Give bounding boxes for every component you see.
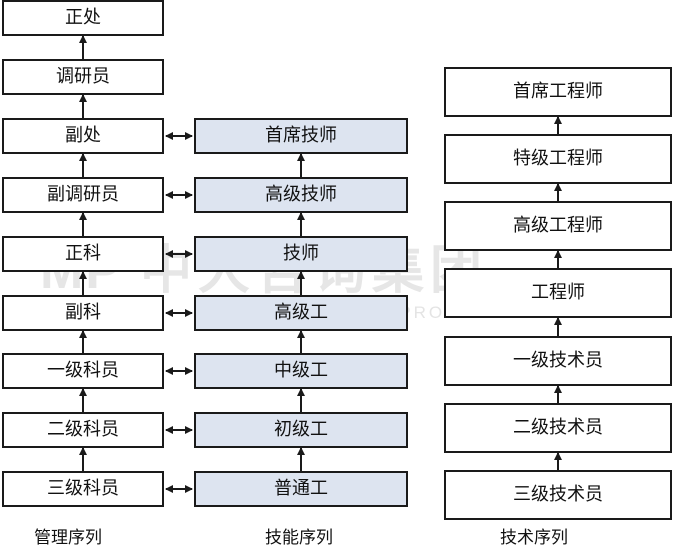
mgmt-level-yiji-keyuan: 一级科员 [2, 353, 164, 389]
mgmt-level-zhengchu: 正处 [2, 0, 164, 36]
tech-level-yiji-jishuyuan: 一级技术员 [444, 336, 672, 386]
skill-level-jishi: 技师 [194, 236, 408, 272]
mgmt-level-sanji-keyuan: 三级科员 [2, 471, 164, 507]
skill-level-gaoji-jishi: 高级技师 [194, 177, 408, 213]
tech-level-gongchengshi: 工程师 [444, 268, 672, 318]
tech-level-shouxi-gongchengshi: 首席工程师 [444, 67, 672, 117]
mgmt-level-fuke: 副科 [2, 295, 164, 331]
skill-level-putonggong: 普通工 [194, 471, 408, 507]
skill-level-gaojigong: 高级工 [194, 295, 408, 331]
mgmt-level-fuchu: 副处 [2, 118, 164, 154]
mgmt-level-zhengke: 正科 [2, 236, 164, 272]
mgmt-level-erji-keyuan: 二级科员 [2, 412, 164, 448]
technical-sequence-caption: 技术序列 [500, 528, 568, 548]
skill-sequence-caption: 技能序列 [265, 528, 333, 548]
tech-level-teji-gongchengshi: 特级工程师 [444, 134, 672, 184]
tech-level-gaoji-gongchengshi: 高级工程师 [444, 201, 672, 251]
tech-level-erji-jishuyuan: 二级技术员 [444, 403, 672, 453]
management-sequence-caption: 管理序列 [34, 528, 102, 548]
mgmt-level-diaoyanyuan: 调研员 [2, 59, 164, 95]
skill-level-shouxi-jishi: 首席技师 [194, 118, 408, 154]
skill-level-zhongjigong: 中级工 [194, 353, 408, 389]
skill-level-chujigong: 初级工 [194, 412, 408, 448]
tech-level-sanji-jishuyuan: 三级技术员 [444, 470, 672, 520]
mgmt-level-fudiaoyanyuan: 副调研员 [2, 177, 164, 213]
